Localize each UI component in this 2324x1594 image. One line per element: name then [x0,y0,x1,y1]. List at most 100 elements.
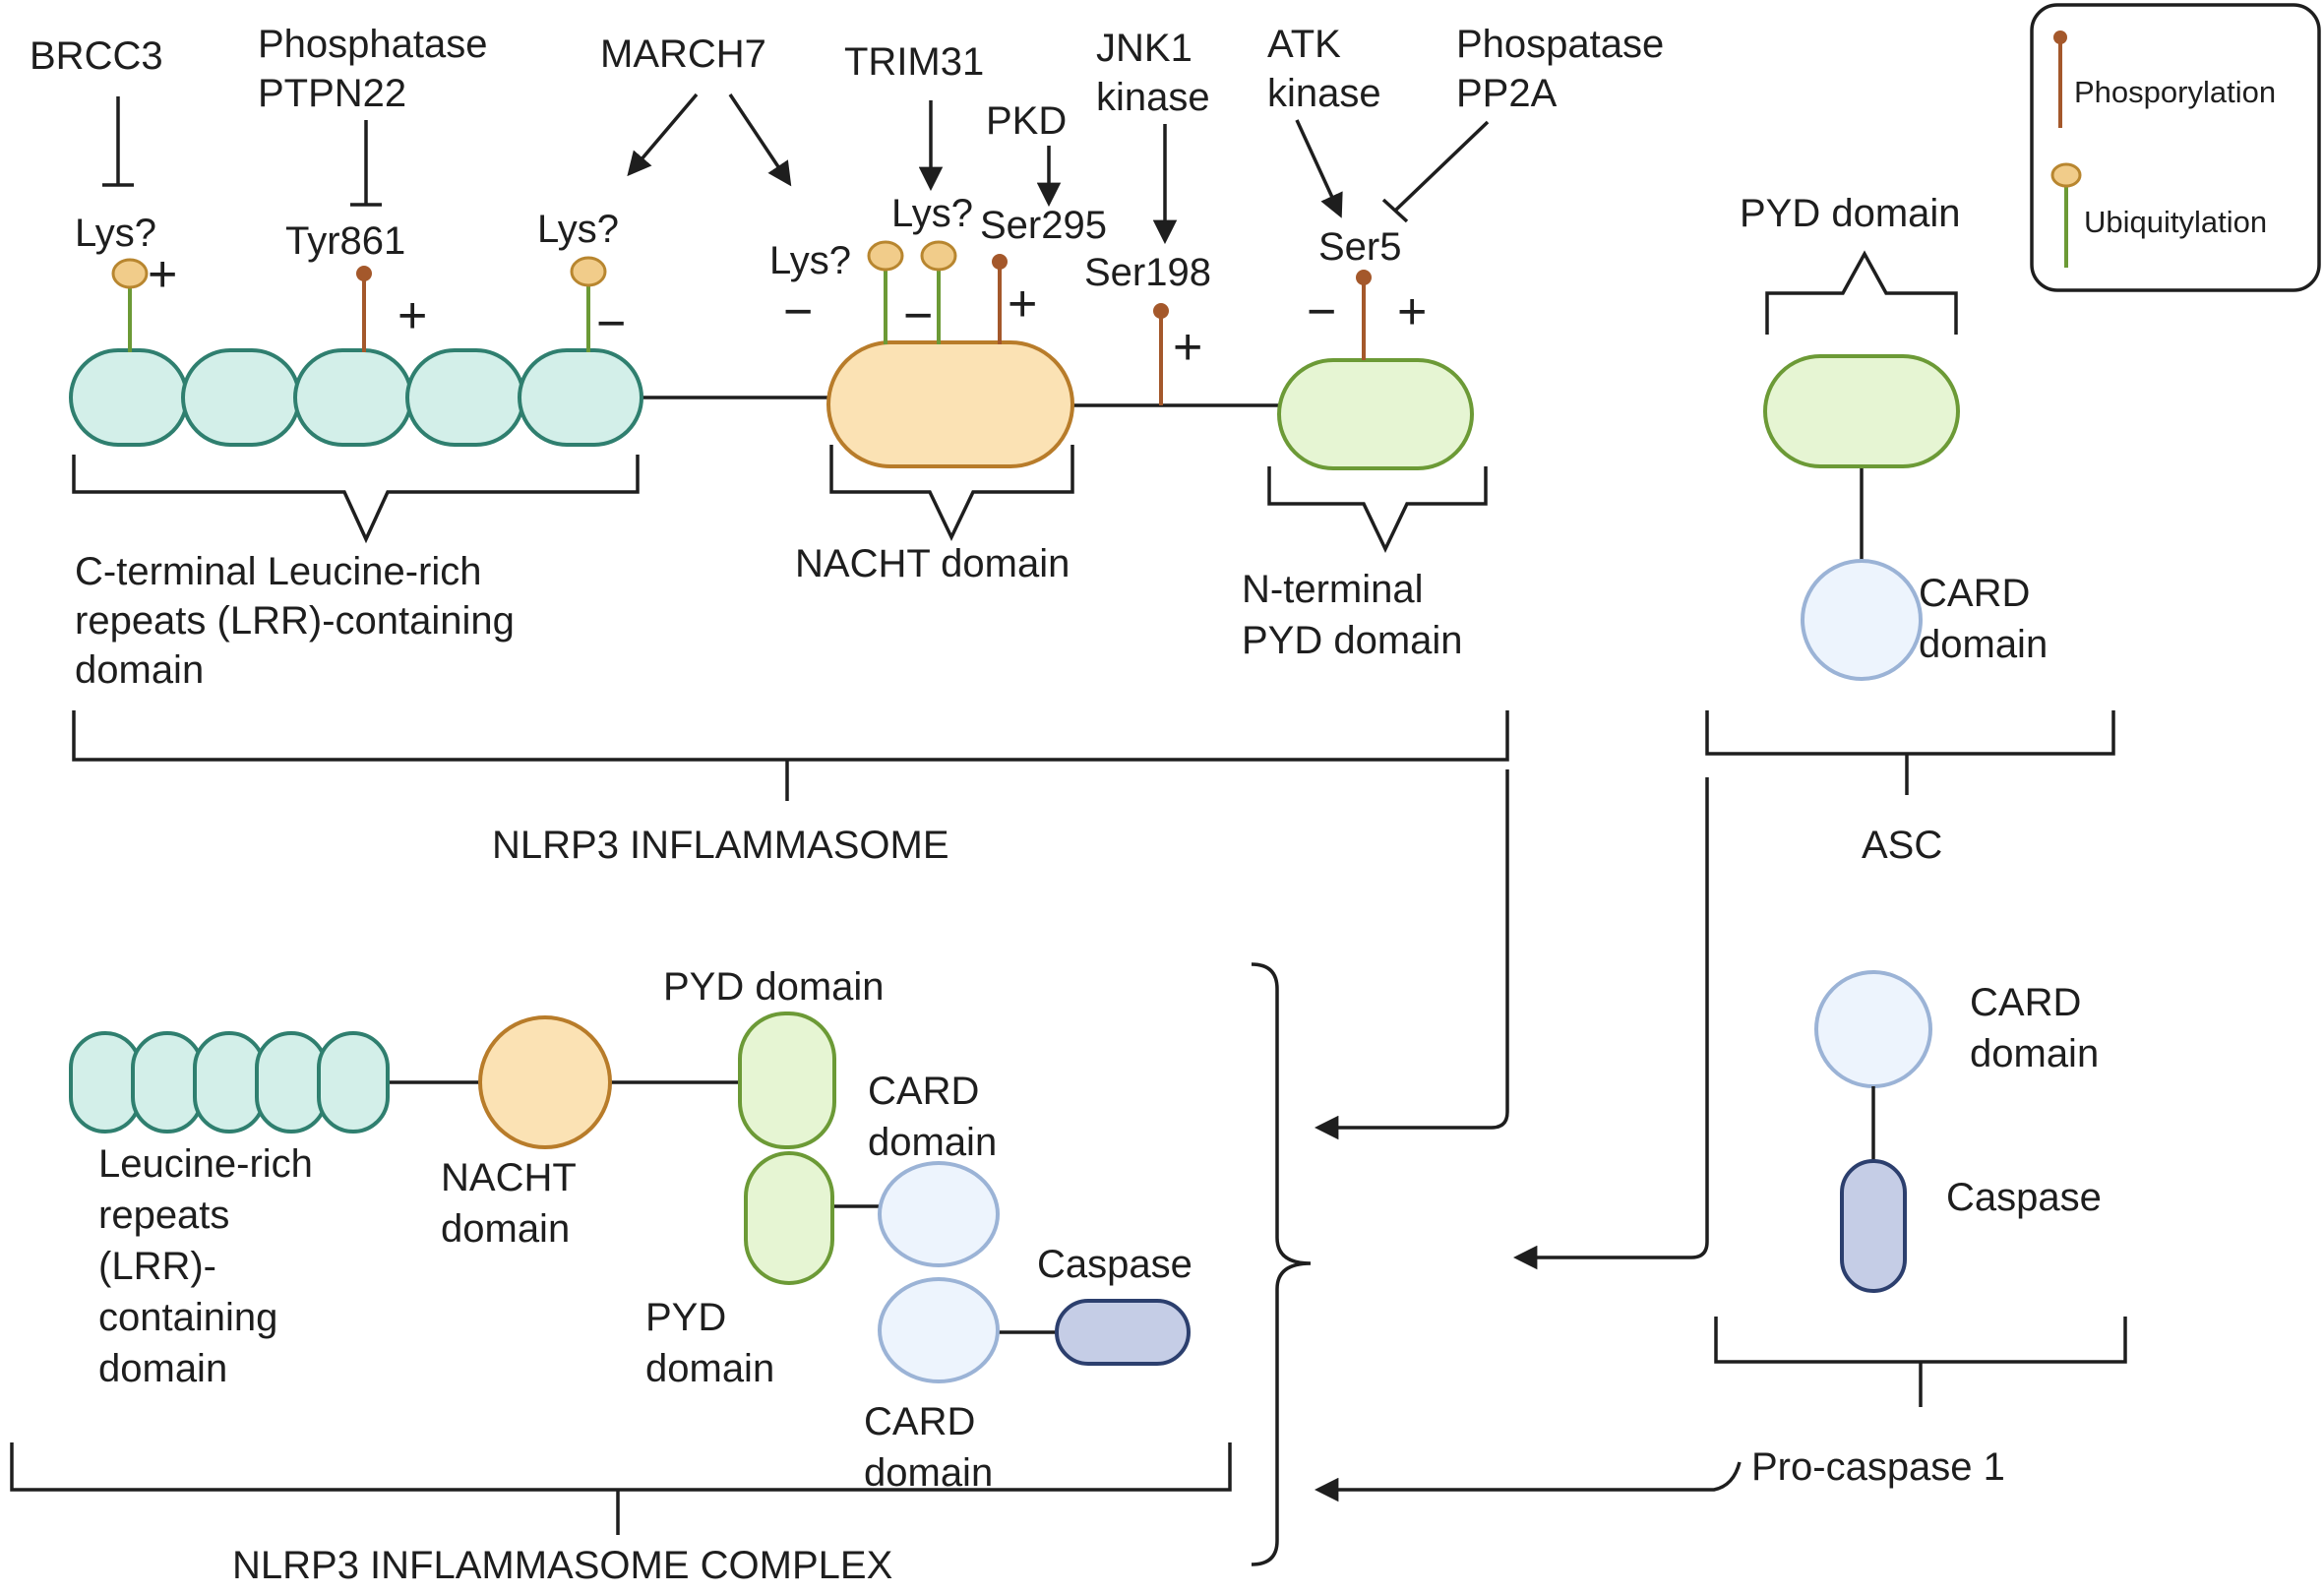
phospho-icon [356,266,372,281]
complex-card-bottom-label-line1: CARD [864,1400,975,1443]
atk-label-line1: ATK [1267,23,1341,66]
minus-sign: − [783,283,813,340]
phospho-icon [992,254,1008,270]
complex-nacht-label-line1: NACHT [441,1156,577,1199]
phospho-icon [1153,303,1169,319]
inflammasome-complex: Leucine-rich repeats (LRR)- containing d… [10,962,1312,1587]
complex-card-top-label-line2: domain [868,1121,997,1164]
procaspase-card-label-line1: CARD [1970,981,2081,1024]
complex-lrr-repeat-4 [255,1031,328,1134]
procaspase-card-label-line2: domain [1970,1032,2099,1075]
complex-lrr-label-line3: (LRR)- [98,1245,216,1288]
procaspase-bracket [1714,1317,2127,1407]
minus-sign: − [903,287,933,344]
assembly-arrows [1314,769,1742,1502]
procaspase-caspase-label: Caspase [1946,1176,2102,1219]
pyd-domain-shape [1277,358,1474,470]
pp2a-label-line1: Phospatase [1456,23,1664,66]
complex-lrr-repeat-3 [193,1031,266,1134]
nlrp3-chain [69,340,1474,470]
brcc3-label: BRCC3 [30,34,163,78]
ubiquitin-icon [920,240,957,272]
nlrp3-inflammasome-title: NLRP3 INFLAMMASOME [492,824,949,867]
atk-label-line2: kinase [1267,72,1381,115]
lrr-bracket [72,455,640,544]
legend-phosphorylation-label: Phosporylation [2074,75,2276,109]
complex-bracket [10,1442,1232,1535]
complex-nacht-label-line2: domain [441,1207,570,1251]
nacht-label: NACHT domain [795,542,1070,585]
complex-caspase-label: Caspase [1037,1243,1193,1286]
pyd-label-line2: PYD domain [1242,619,1463,662]
plus-sign: + [148,246,177,303]
plus-sign: + [1008,276,1037,333]
plus-sign: + [1397,283,1427,340]
lrr-repeat-3 [293,348,413,447]
trim31-label: TRIM31 [844,40,984,84]
regulators: BRCC3 Phosphatase PTPN22 MARCH7 TRIM31 P… [30,23,1664,245]
nacht-bracket [829,445,1074,542]
lrr-label-line2: repeats (LRR)-containing [75,599,515,643]
complex-lrr-label-line2: repeats [98,1194,229,1237]
complex-pyd-bottom-shape [744,1151,834,1285]
lrr-label-line1: C-terminal Leucine-rich [75,550,481,593]
complex-caspase-shape [1055,1299,1191,1366]
ser198-label: Ser198 [1084,251,1211,294]
procaspase-title: Pro-caspase 1 [1751,1445,2005,1489]
complex-lrr-label-line4: containing [98,1296,277,1339]
complex-pyd-top-shape [738,1012,836,1149]
asc-bracket [1705,710,2115,795]
procaspase-to-complex-arrow [1314,1461,1742,1502]
complex-lrr-label-line1: Leucine-rich [98,1142,313,1186]
tyr861-label: Tyr861 [285,219,405,263]
minus-sign: − [1307,283,1336,340]
jnk1-label-line2: kinase [1096,76,1210,119]
legend: Phosporylation Ubiquitylation [2030,3,2321,292]
nlrp3-domain-labels: C-terminal Leucine-rich repeats (LRR)-co… [72,445,1509,867]
phospho-icon [1356,270,1372,285]
lys-site-2-label: Lys? [537,208,619,251]
asc-card-label-line1: CARD [1919,572,2030,615]
ser295-label: Ser295 [980,204,1107,247]
lrr-repeat-2 [181,348,301,447]
lys-site-1-label: Lys? [75,212,156,255]
plus-sign: + [398,287,427,344]
ubiquitin-icon [111,258,149,289]
lrr-repeat-1 [69,348,189,447]
plus-sign: + [1173,319,1202,376]
complex-lrr-repeat-5 [317,1031,390,1134]
complex-lrr-label-line5: domain [98,1347,227,1390]
complex-pyd-top-label: PYD domain [663,965,885,1009]
ubiquitin-icon [570,256,607,287]
march7-label: MARCH7 [600,32,766,76]
complex-pyd-bottom-label-line2: domain [645,1347,774,1390]
pkd-label: PKD [986,99,1067,143]
complex-title: NLRP3 INFLAMMASOME COMPLEX [232,1544,892,1587]
asc-to-complex-arrow [1512,777,1709,1270]
legend-box [2030,3,2321,292]
assembly-curly-brace [1251,962,1312,1566]
ptpn22-label-line1: Phosphatase [258,23,488,66]
lrr-label-line3: domain [75,648,204,692]
ubiquitin-icon [867,240,904,272]
procaspase-card-shape [1814,970,1932,1088]
asc-pyd-shape [1763,354,1960,468]
lys-site-4-label: Lys? [891,192,973,235]
lys-site-3-label: Lys? [769,239,851,282]
minus-sign: − [596,295,626,352]
ser5-label: Ser5 [1318,225,1402,269]
complex-card-bottom-label-line2: domain [864,1451,993,1495]
asc-protein: PYD domain CARD domain ASC [1705,192,2115,867]
lrr-repeat-5 [518,348,643,447]
nacht-domain-shape [826,340,1074,468]
complex-card-top-label-line1: CARD [868,1070,979,1113]
pyd-bracket [1267,466,1488,554]
asc-pyd-label: PYD domain [1740,192,1961,235]
jnk1-label-line1: JNK1 [1096,27,1193,70]
procaspase-protein: CARD domain Caspase Pro-caspase 1 [1714,970,2127,1489]
nlrp3-to-complex-arrow [1314,769,1509,1140]
lrr-repeat-4 [405,348,525,447]
nlrp3-bracket [72,710,1509,801]
